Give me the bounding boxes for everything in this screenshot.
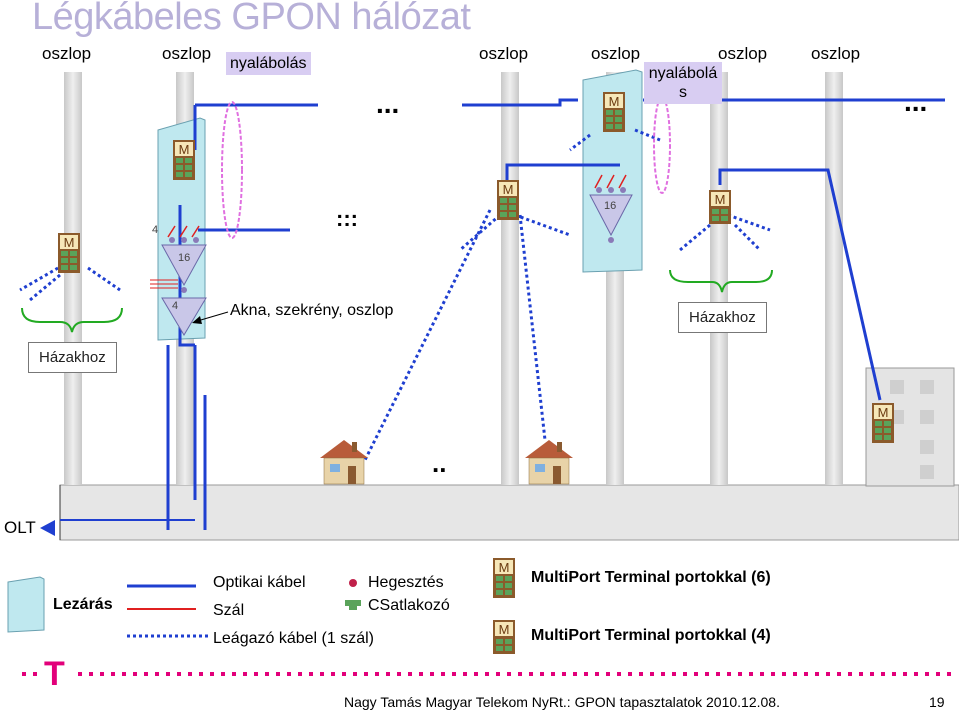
ellipsis-3: ::: [336,206,358,231]
footer-page: 19 [929,694,945,710]
closure-right [582,69,643,273]
splice-label-left: nyalábolás [226,52,311,75]
splitter-left-in: 4 [152,224,159,236]
mpt4-pole5 [709,190,731,224]
mpt6-closure-right [603,92,625,132]
houses-label-left: Házakhoz [28,342,117,373]
legend-mpt4 [493,620,515,654]
cabinet-label: Akna, szekrény, oszlop [230,302,394,319]
ellipsis-4: .. [432,448,447,478]
splitter-lower-in: 4 [172,300,179,312]
footer-date: 2010.12.08. [706,694,780,710]
splitter-right-out: 16 [604,200,617,212]
legend-splice: Hegesztés [368,574,444,591]
footer-author: Nagy Tamás Magyar Telekom NyRt.: GPON ta… [344,694,703,710]
legend-mpt6: MultiPort Terminal portokkal (6) [531,569,771,586]
house-2 [524,439,574,485]
legend-mpt4: MultiPort Terminal portokkal (4) [531,627,771,644]
splice-ellipse-left [221,101,243,239]
houses-label-right: Házakhoz [678,302,767,333]
footer-dots [22,672,951,676]
legend-fiber: Szál [213,602,245,619]
legend-closure: Lezárás [53,596,113,613]
legend-drop-cable: Leágazó kábel (1 szál) [213,630,374,647]
pole-label-5: oszlop [718,44,768,63]
pole-label-6: oszlop [811,44,861,63]
house-1 [319,439,369,485]
optical-cables [60,98,945,530]
drop-cables [19,128,771,461]
legend-mpt6 [493,558,515,598]
pole-label-2: oszlop [162,44,212,63]
splice-label-right: nyalábolá s [644,62,722,104]
legend-graphics [7,576,361,638]
splice-ellipse-right [653,96,671,194]
mpt6-pole3 [497,180,519,220]
ellipsis-2: ... [904,86,928,117]
ellipsis-1: ... [376,88,400,119]
ground [59,484,959,541]
pole-label-3: oszlop [479,44,529,63]
legend-connector: CSatlakozó [368,597,450,614]
mpt6-building [872,403,894,443]
splitter-left [150,225,207,336]
brace-left [21,307,123,333]
brace-right [669,269,773,293]
splitter-left-out: 16 [178,252,191,264]
pole-label-4: oszlop [591,44,641,63]
mpt6-left [58,233,80,273]
pole-label-1: oszlop [42,44,92,63]
splitter-right [589,174,633,243]
telekom-logo: T [44,655,65,693]
page-title: Légkábeles GPON hálózat [32,0,471,38]
legend-optical-cable: Optikai kábel [213,574,306,591]
mpt6-closure-left [173,140,195,180]
olt-label: OLT [4,518,36,537]
